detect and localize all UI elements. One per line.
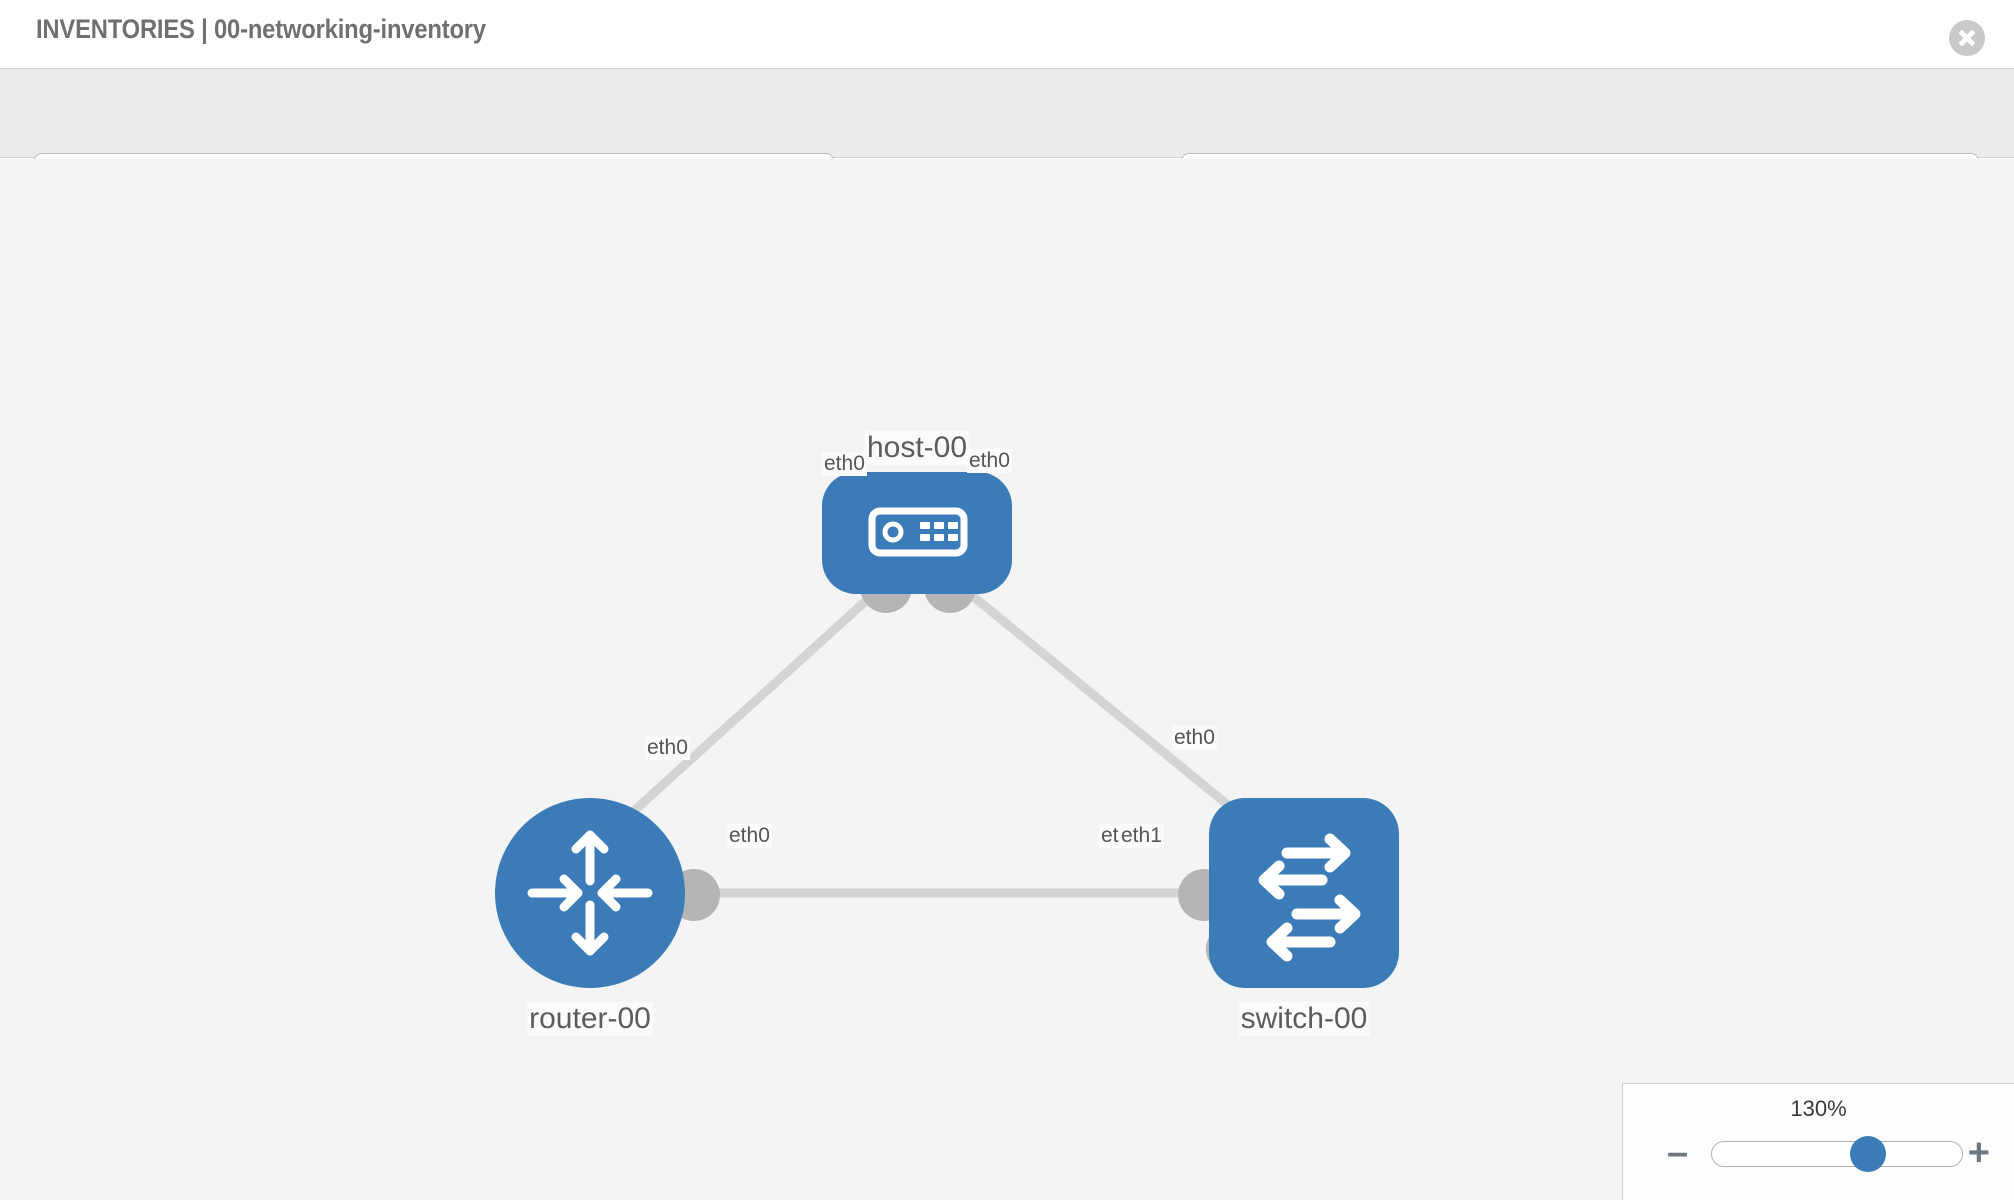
page-header: INVENTORIES | 00-networking-inventory	[0, 0, 2014, 68]
interface-label-router-eth0-uplink: eth0	[645, 736, 690, 760]
topology-graph	[495, 472, 1399, 988]
node-router-00[interactable]	[495, 798, 685, 988]
interface-label-switch-eth1: eth1	[1119, 824, 1164, 848]
router-arrows-icon	[527, 830, 653, 956]
link-router-host[interactable]	[621, 575, 894, 823]
zoom-level-label: 130%	[1790, 1096, 1847, 1121]
node-host-00[interactable]	[822, 472, 1012, 594]
toolbar: ACTIONS SEARCH	[0, 68, 2014, 209]
node-label-host-00: host-00	[864, 431, 970, 465]
link-host-switch[interactable]	[949, 575, 1248, 823]
interface-label-host-eth0-left: eth0	[822, 452, 867, 476]
switch-arrows-icon	[1258, 833, 1361, 962]
node-switch-00[interactable]	[1209, 798, 1399, 988]
zoom-control-panel: 130% – +	[1622, 1083, 2014, 1200]
interface-label-host-eth0-right: eth0	[967, 449, 1012, 473]
zoom-slider-thumb[interactable]	[1850, 1136, 1887, 1172]
zoom-slider[interactable]	[1711, 1136, 1963, 1172]
server-icon	[868, 507, 968, 557]
close-icon[interactable]	[1949, 20, 1985, 56]
topology-links	[621, 575, 1248, 898]
interface-label-switch-eth0-uplink: eth0	[1172, 726, 1217, 750]
zoom-out-button[interactable]: –	[1667, 1132, 1689, 1174]
topology-canvas[interactable]: host-00 router-00 switch-00 eth0 eth0 et…	[0, 159, 2014, 1200]
page-title: INVENTORIES | 00-networking-inventory	[36, 14, 486, 44]
node-label-switch-00: switch-00	[1238, 1002, 1370, 1036]
zoom-in-button[interactable]: +	[1967, 1132, 1990, 1174]
node-label-router-00: router-00	[527, 1002, 653, 1036]
interface-label-router-eth0: eth0	[727, 824, 772, 848]
topology-connectors	[668, 561, 1258, 975]
